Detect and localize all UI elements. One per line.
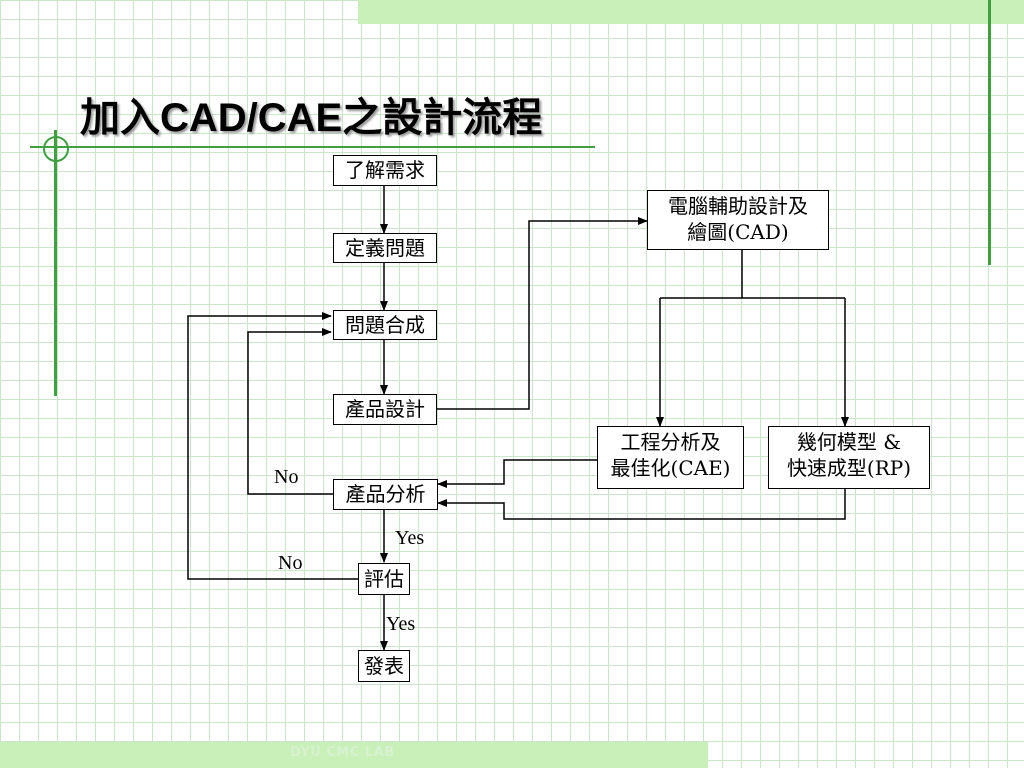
edge-rp-analysis	[437, 489, 846, 520]
node-product-design: 產品設計	[333, 394, 437, 425]
node-cae: 工程分析及 最佳化(CAE)	[597, 426, 744, 489]
label-evaluation-yes: Yes	[386, 613, 416, 635]
label-analysis-no: No	[274, 466, 299, 488]
edge-design-cad	[437, 217, 648, 410]
title-underline-rule	[30, 146, 595, 148]
title-suffix: 之設計流程	[342, 94, 543, 141]
node-requirements: 了解需求	[333, 155, 437, 186]
node-cae-line1: 工程分析及	[620, 430, 721, 454]
footer-text: DYU CMC LAB	[290, 745, 395, 760]
node-cae-line2: 最佳化(CAE)	[610, 456, 731, 480]
edge-cae-analysis	[437, 459, 597, 488]
title-circle-ornament	[43, 136, 69, 162]
node-evaluation: 評估	[358, 563, 410, 595]
top-accent-band	[358, 0, 1024, 24]
label-evaluation-no: No	[278, 552, 303, 574]
node-cad: 電腦輔助設計及 繪圖(CAD)	[647, 190, 829, 250]
node-publish: 發表	[358, 650, 410, 682]
title-latin: CAD/CAE	[160, 96, 343, 140]
label-analysis-yes: Yes	[395, 527, 425, 549]
left-vertical-rule	[54, 130, 57, 396]
node-rp-line1: 幾何模型 &	[796, 430, 902, 454]
node-product-analysis: 產品分析	[333, 479, 438, 510]
node-rp-line2: 快速成型(RP)	[786, 456, 912, 480]
edge-analysis-no-loop	[247, 328, 333, 495]
edge-evaluation-no-loop	[187, 312, 358, 580]
node-rp: 幾何模型 & 快速成型(RP)	[768, 426, 930, 489]
page-title: 加入CAD/CAE之設計流程	[80, 85, 542, 143]
node-define-problem: 定義問題	[333, 233, 437, 263]
node-cad-line2: 繪圖(CAD)	[687, 220, 789, 244]
bottom-accent-band	[0, 742, 708, 768]
title-prefix: 加入	[80, 94, 160, 141]
right-vertical-rule	[988, 0, 991, 265]
node-synthesis: 問題合成	[333, 310, 437, 340]
node-cad-line1: 電腦輔助設計及	[668, 194, 808, 218]
